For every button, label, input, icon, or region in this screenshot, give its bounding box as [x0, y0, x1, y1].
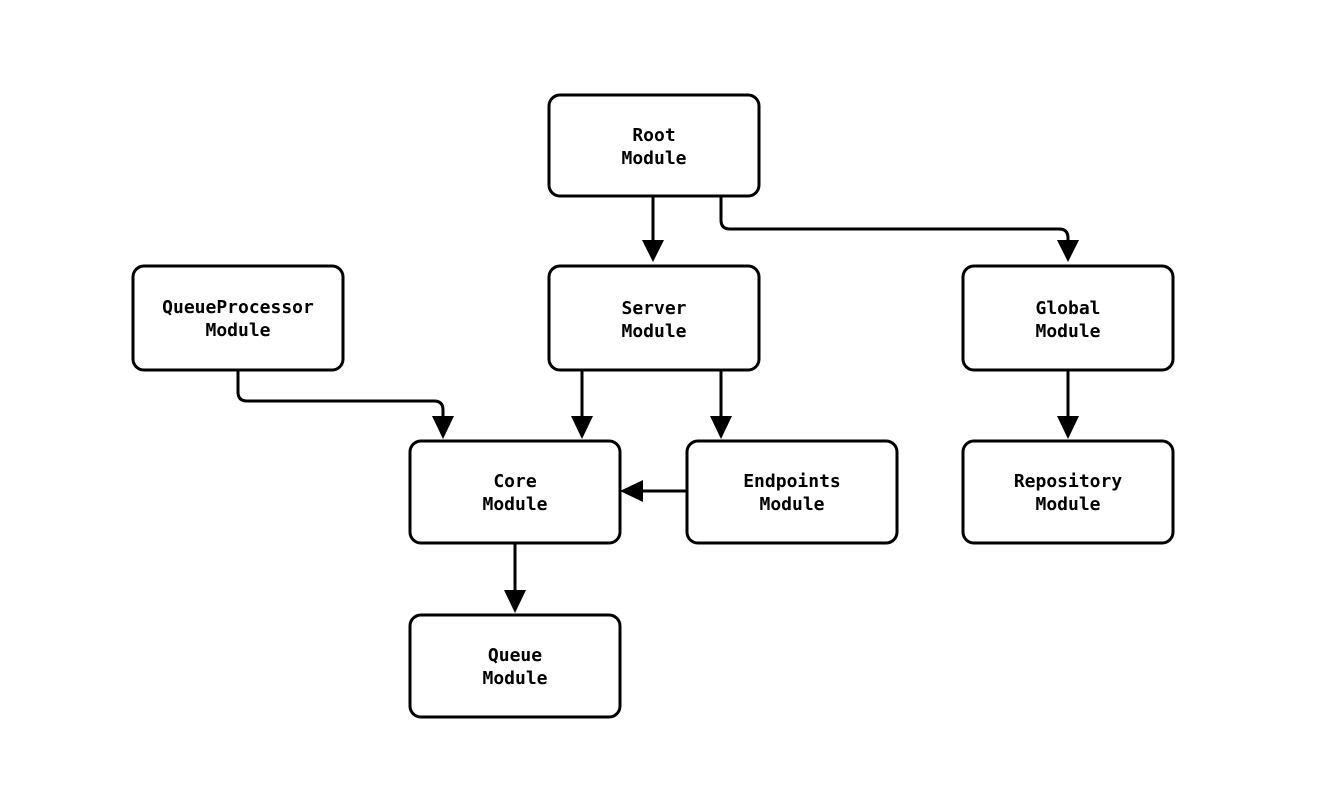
node-label-line2: Module	[205, 320, 270, 341]
node-box[interactable]	[685, 439, 899, 545]
node-repository-module[interactable]: Repository Module	[961, 439, 1175, 545]
node-label-line2: Module	[759, 494, 824, 515]
node-box[interactable]	[408, 439, 622, 545]
node-root-module[interactable]: Root Module	[547, 93, 761, 198]
edge-endpoints-to-core	[620, 480, 687, 502]
arrowhead-icon	[620, 480, 643, 502]
arrowhead-icon	[432, 416, 454, 439]
edge-root-to-global	[719, 196, 1079, 262]
node-layer: Root Module QueueProcessor Module Server…	[131, 93, 1175, 719]
arrowhead-icon	[571, 416, 593, 439]
node-label-line2: Module	[621, 148, 686, 169]
edge-global-to-repository	[1057, 370, 1079, 439]
node-label-line1: Server	[621, 298, 686, 319]
node-label-line1: QueueProcessor	[162, 297, 314, 318]
arrowhead-icon	[642, 240, 664, 262]
edge-server-to-endpoints	[710, 370, 732, 439]
edge-line	[719, 196, 1070, 244]
node-box[interactable]	[961, 439, 1175, 545]
edge-layer	[236, 196, 1079, 613]
edge-line	[236, 370, 445, 419]
edge-server-to-core	[571, 370, 593, 439]
node-core-module[interactable]: Core Module	[408, 439, 622, 545]
node-label-line1: Core	[493, 471, 537, 492]
node-label-line1: Queue	[488, 645, 542, 666]
node-box[interactable]	[131, 264, 345, 372]
node-box[interactable]	[547, 264, 761, 372]
node-label-line2: Module	[1035, 494, 1100, 515]
node-label-line2: Module	[482, 494, 547, 515]
node-label-line1: Repository	[1014, 471, 1123, 492]
edge-root-to-server	[642, 196, 664, 262]
node-label-line2: Module	[482, 668, 547, 689]
node-label-line1: Global	[1035, 298, 1100, 319]
node-box[interactable]	[547, 93, 761, 198]
node-box[interactable]	[408, 613, 622, 719]
node-label-line2: Module	[1035, 321, 1100, 342]
node-server-module[interactable]: Server Module	[547, 264, 761, 372]
node-queue-module[interactable]: Queue Module	[408, 613, 622, 719]
edge-core-to-queue	[504, 543, 526, 613]
node-label-line1: Root	[632, 125, 675, 146]
node-label-line1: Endpoints	[743, 471, 841, 492]
node-endpoints-module[interactable]: Endpoints Module	[685, 439, 899, 545]
edge-queueprocessor-to-core	[236, 370, 454, 439]
node-box[interactable]	[961, 264, 1175, 372]
arrowhead-icon	[504, 590, 526, 613]
arrowhead-icon	[1057, 416, 1079, 439]
node-queueprocessor-module[interactable]: QueueProcessor Module	[131, 264, 345, 372]
node-global-module[interactable]: Global Module	[961, 264, 1175, 372]
node-label-line2: Module	[621, 321, 686, 342]
arrowhead-icon	[1057, 240, 1079, 262]
arrowhead-icon	[710, 416, 732, 439]
